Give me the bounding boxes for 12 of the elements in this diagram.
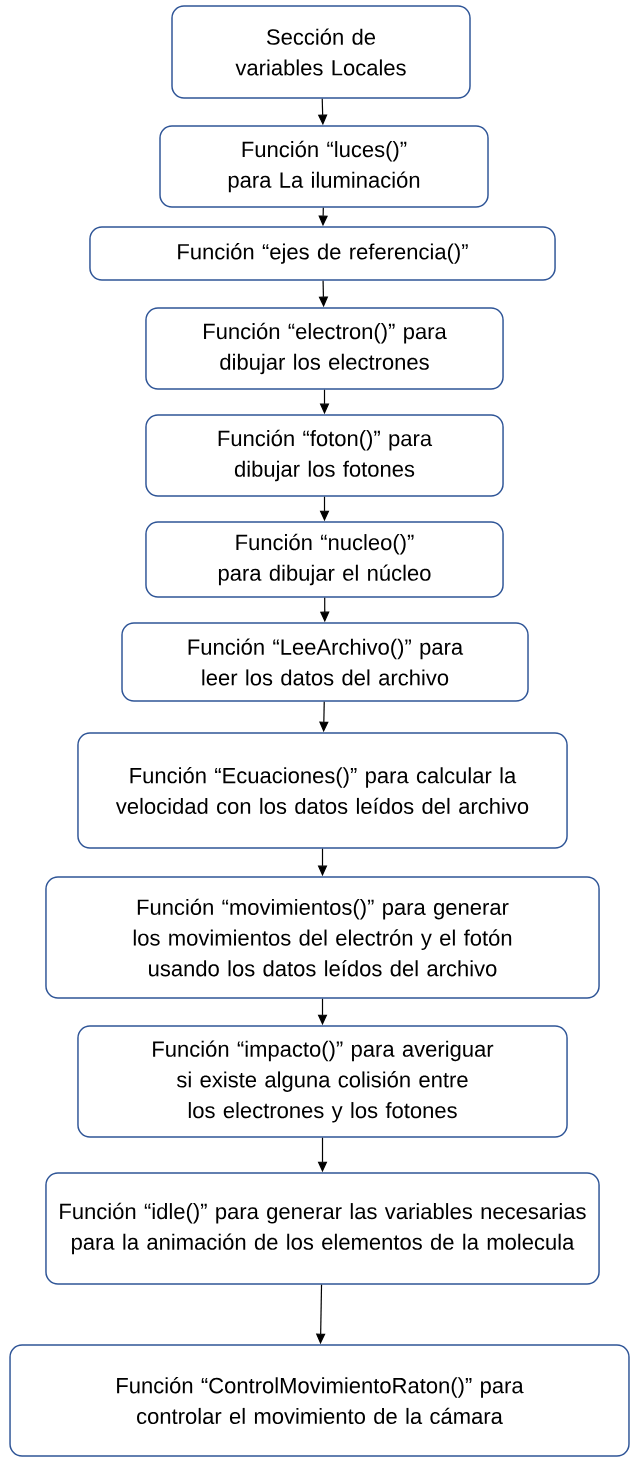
process-box: Función “Ecuaciones()” para calcular la velocidad con los datos leídos del archivo (77, 732, 568, 849)
process-box: Función “movimientos()” para generar los movimientos del electrón y el fotón usando los datos leídos del archivo (45, 876, 600, 999)
process-box: Función “impacto()” para averiguar si existe alguna colisión entre los electrones y los fotones (77, 1025, 568, 1138)
process-box: Función “ControlMovimientoRaton()” para controlar el movimiento de la cámara (9, 1344, 630, 1457)
process-box: Función “luces()” para La iluminación (159, 125, 489, 208)
process-box: Función “LeeArchivo()” para leer los datos del archivo (121, 622, 529, 702)
process-box: Función “foton()” para dibujar los fotones (145, 414, 504, 497)
process-box: Función “electron()” para dibujar los electrones (145, 307, 504, 390)
process-box: Sección de variables Locales (171, 5, 471, 99)
process-box: Función “ejes de referencia()” (89, 226, 556, 281)
process-box: Función “idle()” para generar las variables necesarias para la animación de los elementos de la molecula (45, 1172, 600, 1285)
process-box: Función “nucleo()” para dibujar el núcleo (145, 521, 504, 598)
